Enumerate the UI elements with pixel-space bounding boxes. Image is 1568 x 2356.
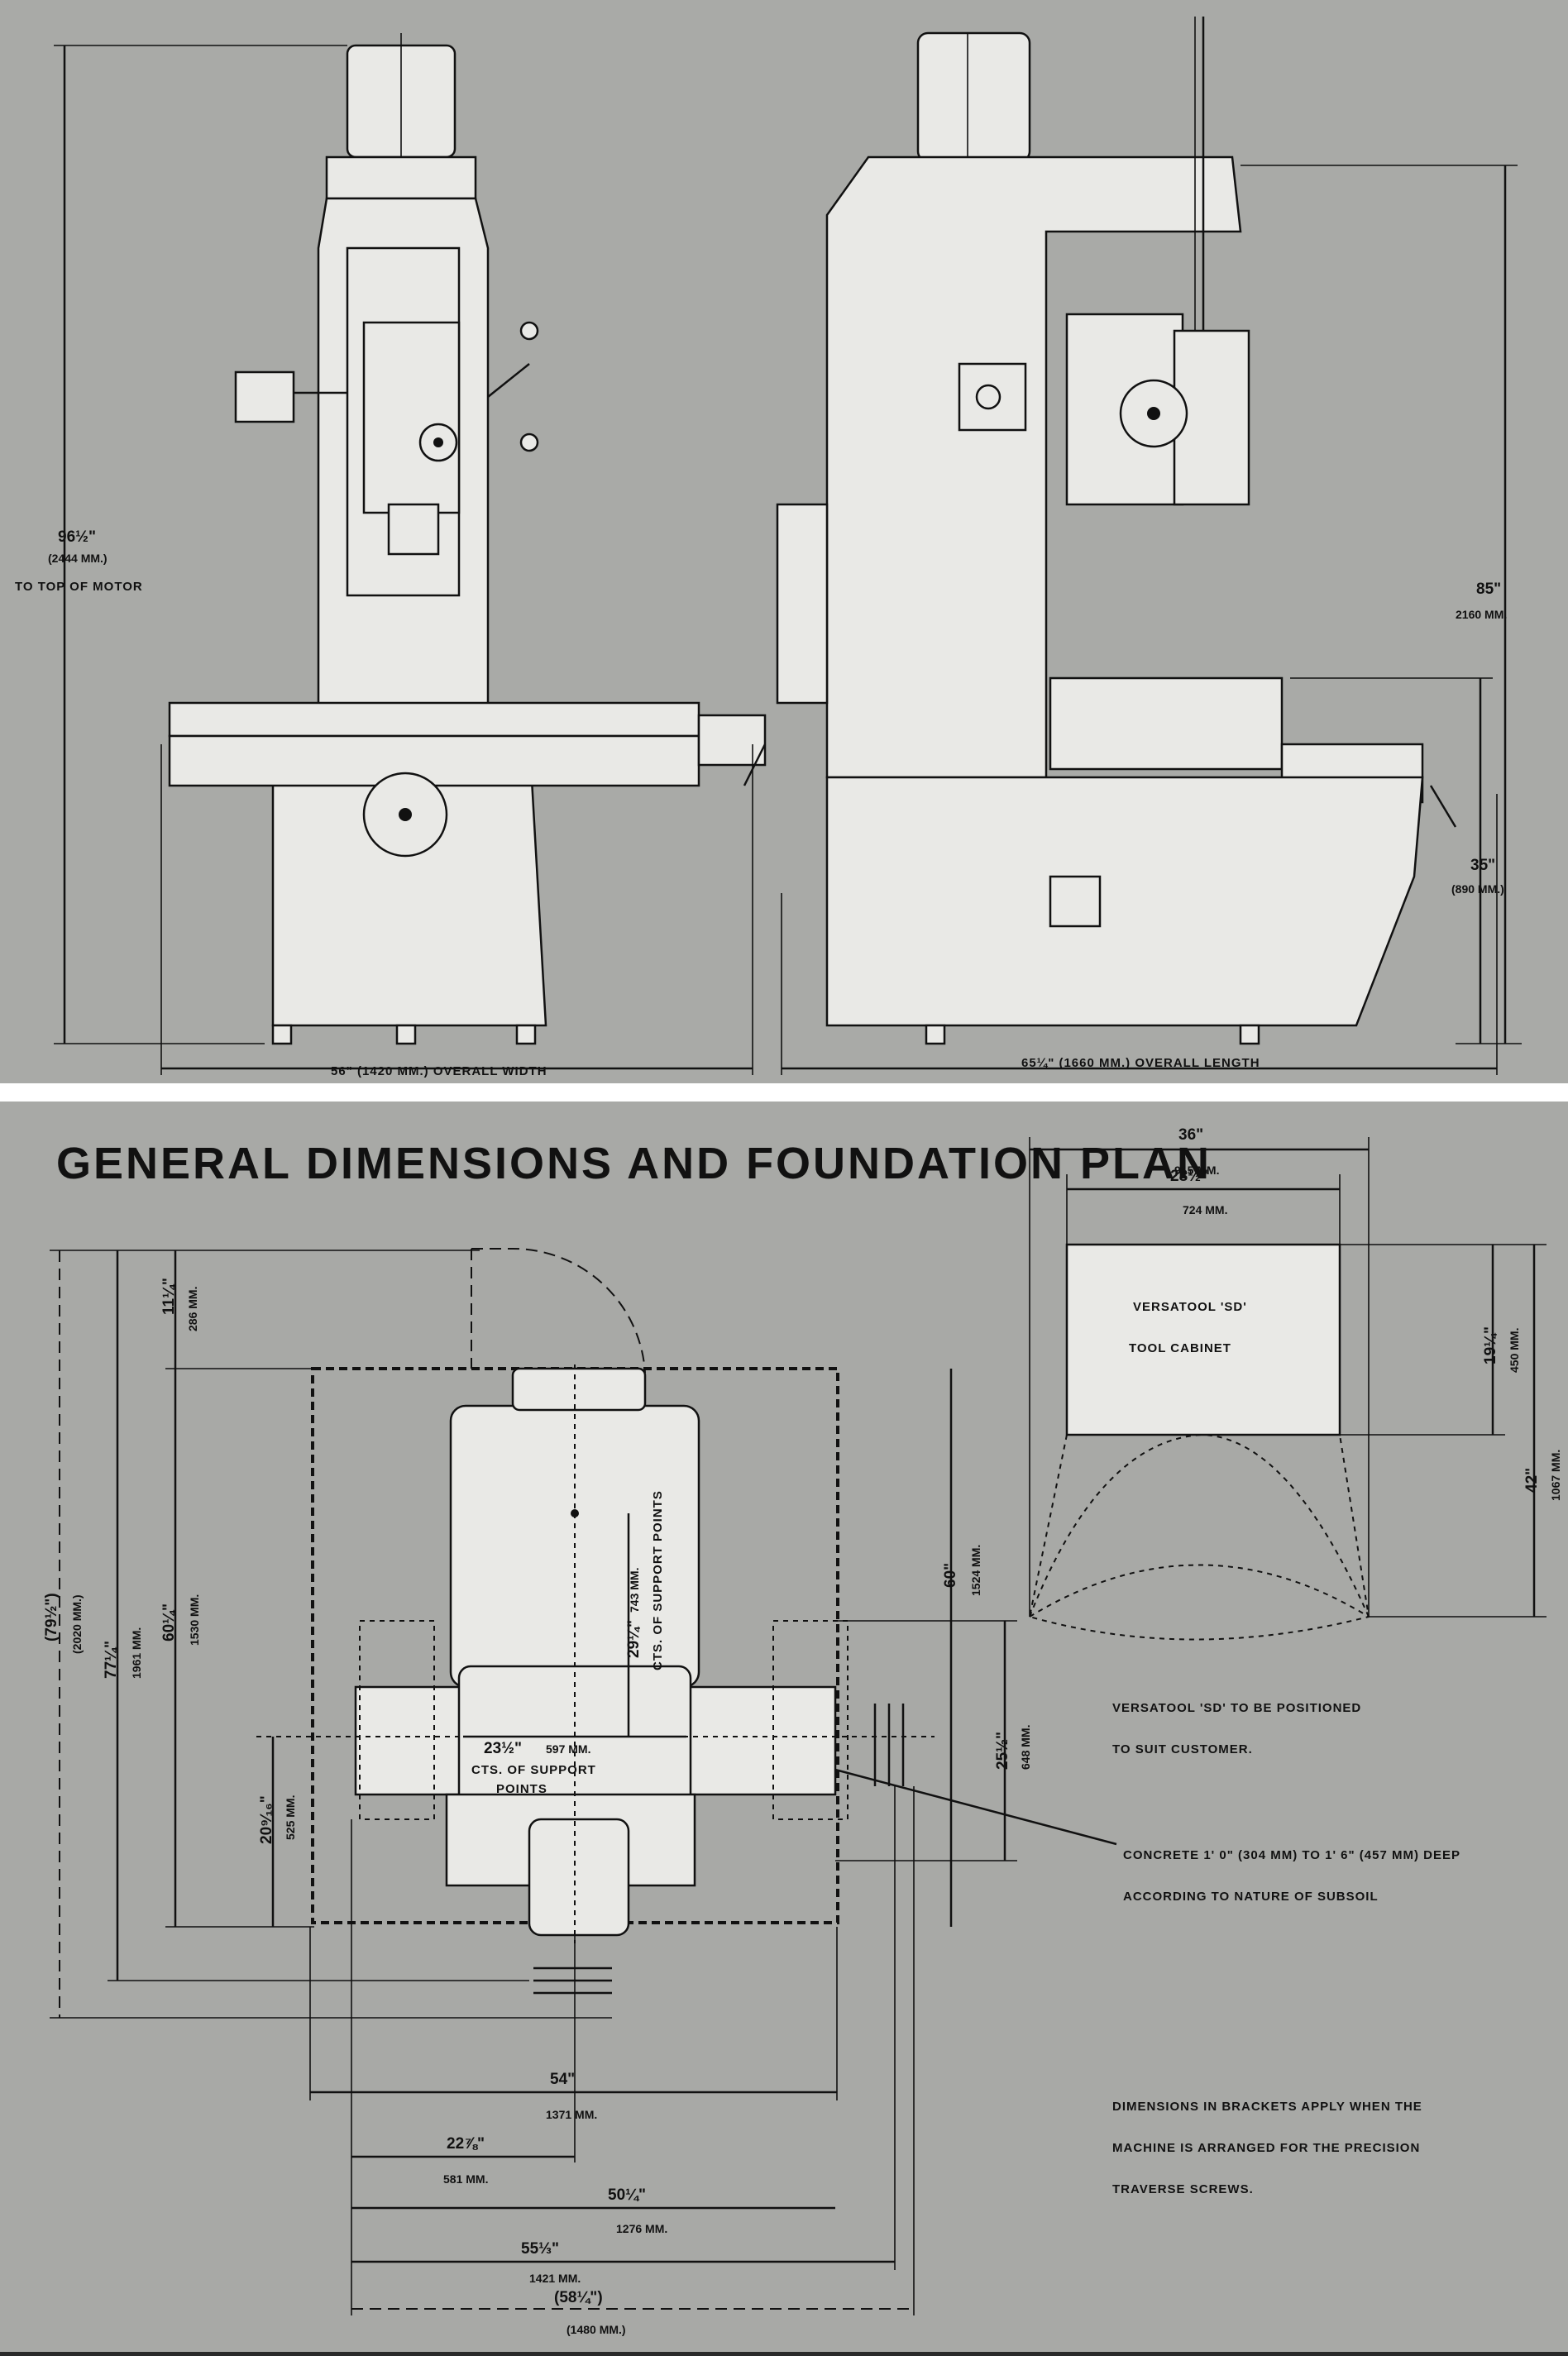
dim-54: 54" (550, 2071, 575, 2088)
spindle-dim: 85" (1476, 581, 1501, 598)
dim-25: 25½" (994, 1732, 1011, 1770)
cabinet-height-1: 19¼" (1482, 1326, 1499, 1364)
cabinet-width-inner: 28½" (1170, 1168, 1208, 1185)
panel-separator (0, 1083, 1568, 1102)
foundation-plan (256, 1247, 935, 1995)
dim-25-mm: 648 MM. (1019, 1725, 1032, 1770)
dim-20: 20⁹⁄₁₆" (258, 1795, 275, 1844)
column-head (325, 155, 477, 200)
support-points-h1: CTS. OF SUPPORT (471, 1763, 596, 1777)
note-brackets-2: MACHINE IS ARRANGED FOR THE PRECISION (1112, 2141, 1420, 2155)
cabinet-width-outer: 36" (1178, 1126, 1203, 1144)
note-brackets-3: TRAVERSE SCREWS. (1112, 2182, 1254, 2196)
left-handwheel-box (234, 370, 295, 423)
cabinet-height-1-mm: 450 MM. (1508, 1328, 1521, 1373)
table-height-mm: (890 MM.) (1451, 882, 1504, 896)
dim-79: (79½") (43, 1593, 60, 1642)
note-concrete-2: ACCORDING TO NATURE OF SUBSOIL (1123, 1890, 1379, 1904)
note-brackets-1: DIMENSIONS IN BRACKETS APPLY WHEN THE (1112, 2100, 1422, 2114)
dim-77-mm: 1961 MM. (130, 1627, 143, 1679)
dim-58-mm: (1480 MM.) (566, 2323, 626, 2336)
elevation-dimensions (54, 45, 1522, 1075)
dim-79-mm: (2020 MM.) (70, 1594, 84, 1654)
dim-50-mm: 1276 MM. (616, 2222, 667, 2235)
dim-55: 55⅓" (521, 2240, 559, 2258)
tool-cabinet (1065, 1243, 1341, 1436)
table-side (1049, 676, 1284, 771)
work-table (168, 701, 700, 738)
base-side (825, 776, 1424, 1027)
support-points-vertical: CTS. OF SUPPORT POINTS (651, 1490, 665, 1670)
overall-length: 65¼" (1660 MM.) OVERALL LENGTH (1021, 1056, 1260, 1070)
cabinet-height-2: 42" (1523, 1468, 1541, 1493)
dim-55-mm: 1421 MM. (529, 2272, 581, 2285)
cabinet-name-2: TOOL CABINET (1129, 1341, 1231, 1355)
support-points-h2: POINTS (496, 1782, 547, 1796)
tool-cabinet-drawing (1028, 1137, 1546, 1641)
cabinet-height-2-mm: 1067 MM. (1549, 1450, 1562, 1501)
dim-23-mm: 597 MM. (546, 1742, 590, 1756)
height-note: TO TOP OF MOTOR (15, 580, 143, 594)
column-side (825, 155, 1242, 779)
height-mm: (2444 MM.) (48, 552, 108, 565)
dim-58: (58¼") (554, 2289, 603, 2306)
plan-dimensions (50, 1250, 1117, 2315)
dim-50: 50¼" (608, 2186, 646, 2204)
cabinet-width-inner-mm: 724 MM. (1183, 1203, 1227, 1216)
dim-60: 60" (942, 1563, 959, 1588)
note-position-2: TO SUIT CUSTOMER. (1112, 1742, 1253, 1756)
front-elevation (168, 33, 767, 1045)
dim-29-mm: 743 MM. (628, 1568, 641, 1613)
dim-29: 29¼" (625, 1620, 643, 1658)
height-dim: 96½" (58, 528, 96, 546)
page-title: GENERAL DIMENSIONS AND FOUNDATION PLAN (56, 1139, 1212, 1188)
dim-20-mm: 525 MM. (284, 1795, 297, 1840)
dim-60q-mm: 1530 MM. (188, 1594, 201, 1646)
cabinet-width-outer-mm: 915 MM. (1174, 1164, 1219, 1177)
side-elevation (776, 17, 1457, 1045)
dim-54-mm: 1371 MM. (546, 2108, 597, 2121)
cabinet-name-1: VERSATOOL 'SD' (1133, 1300, 1247, 1314)
note-concrete-1: CONCRETE 1' 0" (304 MM) TO 1' 6" (457 MM… (1123, 1848, 1460, 1862)
dim-60-mm: 1524 MM. (969, 1545, 982, 1596)
motor-side (916, 31, 1031, 163)
dim-60q: 60¼" (160, 1603, 178, 1642)
dim-77: 77¼" (103, 1641, 120, 1679)
dim-22-mm: 581 MM. (443, 2172, 488, 2186)
spindle-mm: 2160 MM. (1456, 608, 1507, 621)
dim-22: 22⅞" (447, 2135, 485, 2153)
dim-11-mm: 286 MM. (186, 1287, 199, 1331)
dim-11: 11¼" (160, 1278, 178, 1315)
note-position-1: VERSATOOL 'SD' TO BE POSITIONED (1112, 1701, 1361, 1715)
overall-width: 56" (1420 MM.) OVERALL WIDTH (331, 1064, 547, 1078)
table-height-dim: 35" (1470, 857, 1495, 874)
dim-23: 23½" (484, 1740, 522, 1757)
